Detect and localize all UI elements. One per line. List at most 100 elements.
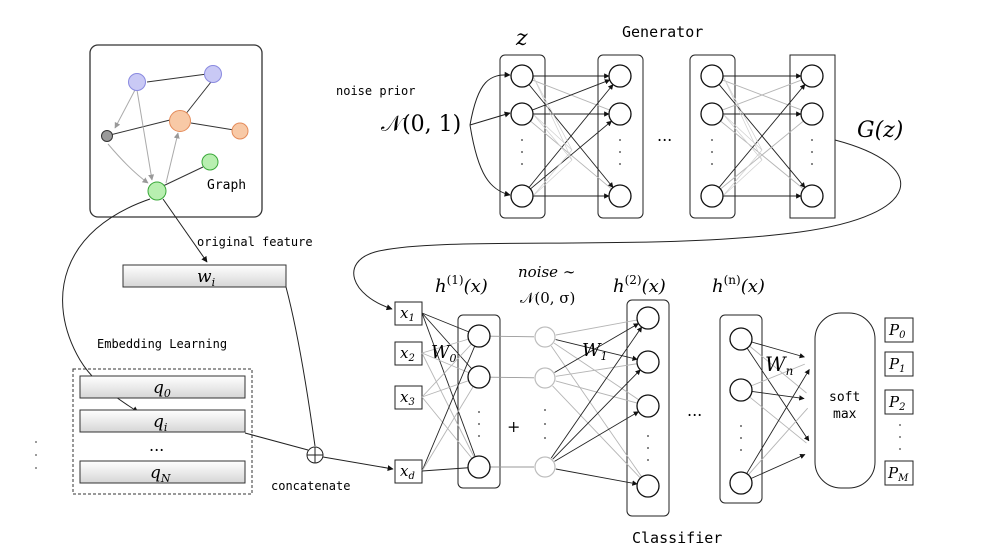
graph-node-orange-1	[169, 110, 191, 132]
gen-node-0-1	[510, 102, 534, 126]
gen-node-3-1	[800, 102, 824, 126]
cls-edge-noise-h2-1-3	[552, 385, 641, 479]
graph-node-green-1	[201, 153, 219, 171]
gen-dots-1-2	[619, 163, 621, 165]
softmax-box	[814, 312, 876, 489]
cls-edge-x-h1-2-0	[421, 335, 480, 398]
gen-node-1-0	[608, 64, 632, 88]
cls-edge-hn-sm-2-1	[747, 407, 809, 476]
embedding-ellipsis: ...	[149, 436, 164, 455]
cls-h1-dots-1	[478, 423, 480, 425]
gen-dots-1-1	[619, 151, 621, 153]
h1-label: h(1)(x)	[435, 273, 488, 297]
cls-edge-noise-h2-0-3	[550, 345, 643, 478]
normal-prior-label: 𝒩(0, 1)	[381, 112, 461, 137]
gen-node-3-2	[800, 184, 824, 208]
arrow-node-to-feature	[162, 198, 208, 263]
graph-node-green-target	[147, 181, 167, 201]
gen-dots-3-2	[811, 163, 813, 165]
output-P2: P2	[884, 389, 914, 415]
hn-label: h(n)(x)	[712, 273, 765, 297]
line-qi-to-concat	[244, 432, 309, 451]
original-feature-label: original feature	[197, 235, 313, 249]
cls-hn-dots-0	[740, 425, 742, 427]
cls-edge-x-h1-3-1	[421, 376, 480, 472]
cls-h1-node-0	[467, 324, 491, 348]
gen-node-2-1	[700, 102, 724, 126]
cls-edge-noise-h2-0-0	[555, 319, 638, 336]
graph-node-gray	[101, 130, 113, 142]
gen-dots-0-2	[521, 163, 523, 165]
cls-edge-out-0	[875, 330, 884, 400]
cls-edge-hn-sm-1-1	[751, 391, 805, 401]
gen-edge-fade-0-0-1	[532, 75, 573, 161]
concat-operator	[306, 446, 324, 464]
cls-edge-x-h1-0-1	[421, 312, 480, 378]
cls-edge-x-h1-2-2	[421, 396, 480, 468]
softmax-label-2: max	[833, 407, 857, 422]
arrow-concat-to-input	[322, 456, 394, 472]
svg-text:qN: qN	[150, 463, 171, 485]
output-P0: P0	[884, 317, 914, 343]
cls-hn-node-2	[729, 471, 753, 495]
gen-edge-1-2-0	[718, 84, 806, 188]
gen-edge-0-2-1	[530, 120, 612, 190]
svg-text:q0: q0	[153, 378, 171, 400]
cls-noise-dots-2	[544, 437, 546, 439]
cls-edge-hn-sm-2-0	[746, 368, 810, 474]
gen-layer-3	[689, 54, 736, 219]
gen-edge-fade-0-0-0	[532, 75, 573, 151]
cls-edge-noise-h2-1-0	[554, 323, 639, 373]
gen-layer-1	[499, 54, 546, 219]
h2-label: h(2)(x)	[613, 273, 666, 297]
cls-edge-out-3	[875, 400, 884, 473]
cls-h2-node-2	[636, 394, 660, 418]
generator-title: Generator	[622, 23, 703, 41]
gen-node-1-1	[608, 102, 632, 126]
cls-layer-h2	[626, 299, 670, 517]
input-xd: xd	[394, 459, 423, 484]
wi-label: wi	[197, 267, 215, 289]
cls-h2-dots-1	[647, 447, 649, 449]
gen-edge-fade-0-1-1	[532, 113, 573, 161]
classifier-title: Classifier	[632, 529, 722, 547]
cls-h1-dots-2	[478, 435, 480, 437]
cls-noise-node-1	[534, 367, 556, 389]
svg-text:xd: xd	[400, 462, 415, 482]
cls-edge-hn-sm-0-0	[751, 341, 805, 359]
cls-edge-x-h1-1-2	[421, 352, 480, 468]
gen-node-3-0	[800, 64, 824, 88]
noise-label-line2: 𝒩(0, σ)	[520, 289, 575, 307]
svg-text:qi: qi	[153, 412, 167, 434]
gen-dots-1-0	[619, 139, 621, 141]
cls-h1-node-1	[467, 365, 491, 389]
cls-h1-dots-0	[478, 411, 480, 413]
gen-edge-fade-1-0-1	[722, 75, 763, 161]
gen-dots-3-1	[811, 151, 813, 153]
generator-ellipsis: ...	[657, 126, 672, 145]
gen-edge-fade-0-2-1	[532, 159, 573, 197]
line-wi-to-concat	[285, 286, 316, 447]
embedding-learning-label: Embedding Learning	[97, 337, 227, 351]
input-x1: x1	[394, 301, 423, 326]
cls-hn-node-0	[729, 327, 753, 351]
embedding-panel: q0 qi ... qN	[72, 368, 253, 495]
gen-dots-3-0	[811, 139, 813, 141]
cls-edge-hn-sm-1-0	[751, 363, 805, 387]
svg-text:P1: P1	[888, 355, 905, 375]
cls-edge-h1-noise-0	[489, 335, 535, 338]
cls-edge-out-1	[875, 364, 884, 400]
graph-edges	[107, 73, 235, 187]
W1-label: W1	[582, 340, 608, 363]
noise-label-line1: noise ∼	[518, 263, 575, 281]
output-P1: P1	[884, 351, 914, 377]
graph-node-blue-2	[204, 65, 222, 83]
gen-dots-2-0	[711, 139, 713, 141]
gen-edge-1-2-1	[720, 120, 804, 190]
svg-text:P0: P0	[888, 321, 906, 341]
svg-text:P2: P2	[888, 393, 905, 413]
gen-edge-fade-0-1-0	[532, 113, 573, 151]
cls-edge-noise-h2-2-2	[554, 411, 639, 462]
concatenate-label: concatenate	[271, 479, 350, 493]
svg-text:PM: PM	[887, 464, 909, 484]
